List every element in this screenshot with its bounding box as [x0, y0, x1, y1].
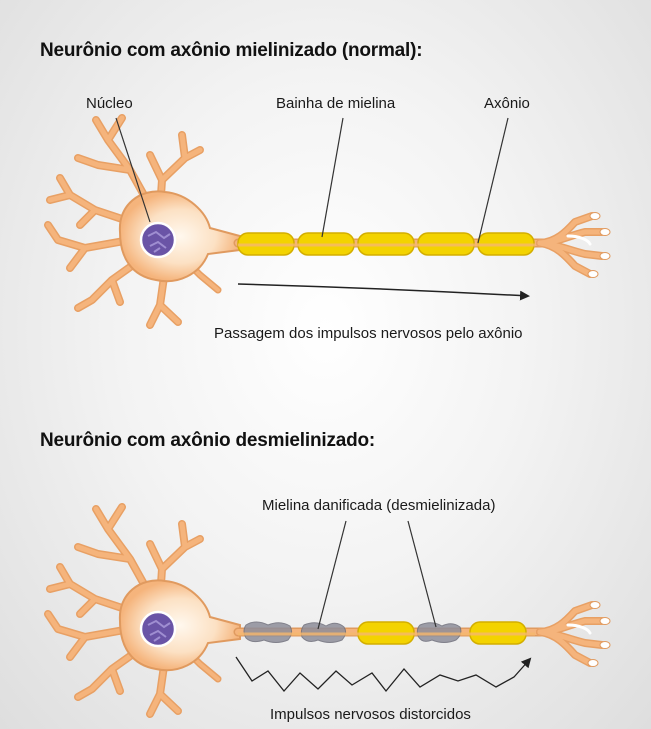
- leader-axon: [478, 118, 508, 243]
- leader-myelin: [322, 118, 343, 237]
- impulse-arrow: [238, 284, 528, 296]
- leader-damaged-right: [408, 521, 436, 627]
- neuron-myelinated: [48, 118, 610, 325]
- leader-damaged-left: [318, 521, 346, 629]
- neuron-demyelinated: [48, 507, 610, 714]
- distorted-impulse-line: [236, 657, 530, 691]
